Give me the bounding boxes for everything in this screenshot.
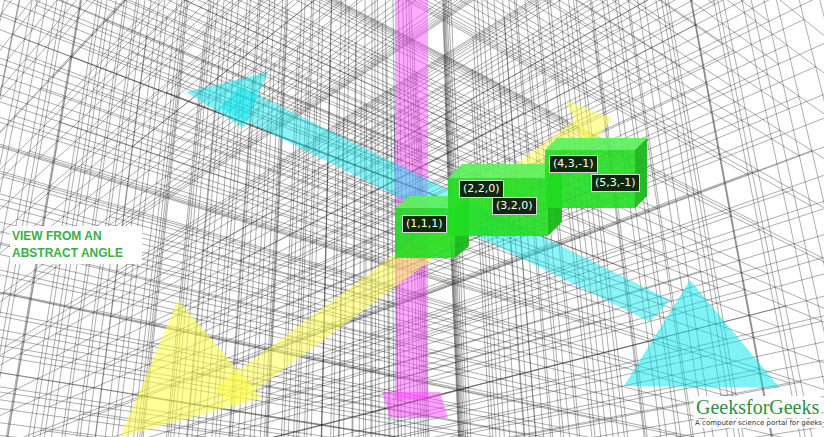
x-axis-head bbox=[186, 72, 268, 128]
block-front bbox=[395, 208, 455, 258]
grid-line bbox=[0, 400, 527, 437]
grid-line bbox=[200, 57, 665, 291]
grid-line bbox=[0, 0, 448, 179]
grid-line bbox=[0, 141, 515, 303]
grid-line bbox=[243, 0, 686, 222]
grid-line bbox=[0, 43, 398, 204]
grid-line bbox=[32, 0, 126, 437]
grid-line bbox=[472, 99, 499, 437]
grid-line bbox=[0, 0, 101, 437]
grid-line bbox=[0, 0, 79, 437]
x-axis-head bbox=[624, 280, 780, 388]
axis-arrows bbox=[120, 0, 780, 437]
grid-line bbox=[310, 22, 756, 243]
coordinate-text: (4,3,-1) bbox=[553, 157, 594, 171]
grid-line bbox=[560, 49, 616, 437]
grid-line bbox=[283, 0, 693, 126]
coordinate-text: (1,1,1) bbox=[406, 217, 443, 231]
grid-line bbox=[261, 94, 285, 437]
grid-line bbox=[279, 0, 304, 437]
green-blocks bbox=[395, 138, 647, 258]
coordinate-label: (3,2,0) bbox=[492, 197, 537, 215]
block-side bbox=[635, 138, 647, 208]
grid-line bbox=[53, 0, 436, 77]
grid-line bbox=[0, 174, 400, 305]
grid-line bbox=[772, 0, 824, 437]
grid-line bbox=[0, 63, 423, 225]
grid-line bbox=[1, 0, 447, 146]
coordinate-text: (2,2,0) bbox=[463, 182, 500, 196]
grid-line bbox=[154, 0, 629, 11]
grid-line bbox=[371, 67, 816, 261]
grid-line bbox=[0, 200, 518, 345]
grid-line bbox=[284, 0, 684, 94]
grid-line bbox=[342, 7, 349, 437]
green-block bbox=[545, 138, 647, 208]
grid-line bbox=[378, 0, 380, 437]
x-axis-beam bbox=[220, 86, 670, 322]
grid-line bbox=[398, 0, 808, 172]
grid-line bbox=[0, 433, 430, 437]
block-top bbox=[545, 138, 647, 150]
grid-line bbox=[0, 0, 50, 437]
view-caption: VIEW FROM AN ABSTRACT ANGLE bbox=[10, 226, 142, 264]
block-top bbox=[448, 164, 562, 178]
grid-line bbox=[0, 0, 421, 128]
grid-line bbox=[0, 0, 59, 437]
block-front bbox=[448, 178, 548, 236]
block-front bbox=[545, 150, 635, 208]
grid-line bbox=[399, 41, 824, 236]
coordinate-label: (2,2,0) bbox=[459, 180, 504, 198]
coordinate-text: (5,3,-1) bbox=[595, 176, 636, 190]
grid-line bbox=[313, 0, 735, 172]
grid-line bbox=[0, 0, 397, 141]
grid-line bbox=[401, 298, 824, 417]
grid-line bbox=[798, 0, 824, 437]
coordinate-label: (4,3,-1) bbox=[549, 155, 598, 173]
grid-line bbox=[0, 423, 461, 437]
grid-line bbox=[45, 0, 127, 437]
grid-line bbox=[253, 0, 651, 80]
grid-line bbox=[300, 106, 315, 437]
grid-line bbox=[303, 394, 824, 437]
brand-tagline: A computer science portal for geeks bbox=[694, 419, 822, 428]
grid-line bbox=[180, 0, 580, 86]
grid-line bbox=[0, 371, 604, 437]
grid-line bbox=[351, 43, 356, 437]
green-block bbox=[448, 164, 562, 236]
brand-logo: GeeksforGeeks bbox=[694, 396, 821, 418]
grid-line bbox=[41, 0, 501, 117]
grid-line bbox=[445, 114, 464, 437]
grid-line bbox=[445, 86, 465, 437]
grid-line bbox=[401, 241, 824, 379]
grid-line bbox=[142, 0, 535, 71]
grid-line bbox=[371, 0, 793, 193]
z-axis-base bbox=[382, 392, 448, 418]
coordinate-label: (1,1,1) bbox=[402, 215, 447, 233]
grid-line bbox=[399, 87, 824, 270]
coordinate-label: (5,3,-1) bbox=[591, 174, 640, 192]
grid-line bbox=[275, 46, 297, 437]
grid-line bbox=[192, 0, 748, 175]
grid-line bbox=[111, 66, 576, 316]
grid-line bbox=[543, 0, 606, 437]
y-axis-head bbox=[120, 300, 262, 437]
coordinate-text: (3,2,0) bbox=[496, 199, 533, 213]
